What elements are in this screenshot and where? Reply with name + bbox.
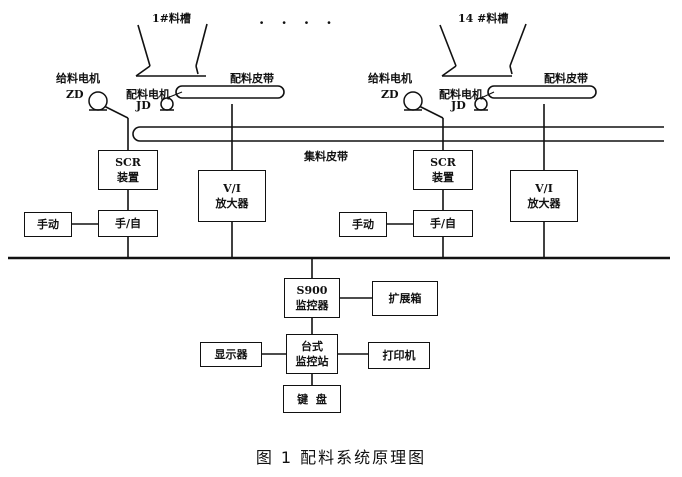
batch-belt-right-label: 配料皮带 xyxy=(544,72,588,85)
display-box: 显示器 xyxy=(200,342,262,367)
feed-motor-right-label: 给料电机 xyxy=(368,72,412,85)
station-line2: 监控站 xyxy=(295,355,329,368)
printer-box: 打印机 xyxy=(368,342,430,369)
manual-right-box: 手动 xyxy=(339,212,387,237)
vi-left-box: V/I 放大器 xyxy=(198,170,266,222)
s900-monitor-box: S900 监控器 xyxy=(284,278,340,318)
vi-right-line2: 放大器 xyxy=(527,197,561,210)
expansion-box: 扩展箱 xyxy=(372,281,438,316)
manual-left-box: 手动 xyxy=(24,212,72,237)
scr-right-box: SCR 装置 xyxy=(413,150,473,190)
switch-left-label: 手/自 xyxy=(114,217,142,230)
vi-right-box: V/I 放大器 xyxy=(510,170,578,222)
batch-belt-right-shape xyxy=(487,85,597,99)
jd-right-label: JD xyxy=(451,99,466,112)
scr-left-box: SCR 装置 xyxy=(98,150,158,190)
figure-caption: 图 1 配料系统原理图 xyxy=(255,448,427,467)
station-box: 台式 监控站 xyxy=(286,334,338,374)
manual-right-label: 手动 xyxy=(352,218,374,231)
vi-right-line1: V/I xyxy=(535,182,553,195)
batch-belt-left-shape xyxy=(175,85,285,99)
hopper-right-shape xyxy=(439,23,527,67)
hopper-left-shape xyxy=(137,23,208,67)
manual-left-label: 手动 xyxy=(37,218,59,231)
zd-right-label: ZD xyxy=(381,88,399,101)
keyboard-label: 键 盘 xyxy=(297,392,327,406)
switch-left-box: 手/自 xyxy=(98,210,158,237)
feed-motor-left-shape xyxy=(88,91,108,111)
batch-motor-right-label: 配料电机 xyxy=(439,88,483,101)
switch-right-label: 手/自 xyxy=(429,217,457,230)
collect-belt-label: 集料皮带 xyxy=(304,150,348,163)
batch-belt-left-label: 配料皮带 xyxy=(230,72,274,85)
hopper-left-label: 1#料槽 xyxy=(152,12,191,25)
keyboard-box: 键 盘 xyxy=(283,385,341,413)
expansion-label: 扩展箱 xyxy=(388,292,422,305)
switch-right-box: 手/自 xyxy=(413,210,473,237)
s900-line2: 监控器 xyxy=(295,299,329,312)
ellipsis-dots: · · · · xyxy=(259,14,338,32)
scr-right-line2: 装置 xyxy=(432,171,454,184)
s900-line1: S900 xyxy=(296,284,328,297)
vi-left-line2: 放大器 xyxy=(215,197,249,210)
zd-left-label: ZD xyxy=(66,88,84,101)
scr-right-line1: SCR xyxy=(430,156,456,169)
scr-left-line2: 装置 xyxy=(117,171,139,184)
vi-left-line1: V/I xyxy=(223,182,241,195)
feed-motor-right-shape xyxy=(403,91,423,111)
feed-motor-left-label: 给料电机 xyxy=(56,72,100,85)
station-line1: 台式 xyxy=(301,340,323,353)
scr-left-line1: SCR xyxy=(115,156,141,169)
hopper-right-label: 14 #料槽 xyxy=(458,12,509,25)
collect-belt-shape xyxy=(132,126,664,142)
display-label: 显示器 xyxy=(214,348,248,361)
hopper-left-chute xyxy=(135,65,199,77)
jd-left-label: JD xyxy=(136,99,151,112)
hopper-right-chute xyxy=(441,65,513,77)
batch-motor-left-shape xyxy=(160,97,174,111)
batch-motor-left-label: 配料电机 xyxy=(126,88,170,101)
printer-label: 打印机 xyxy=(382,349,416,362)
